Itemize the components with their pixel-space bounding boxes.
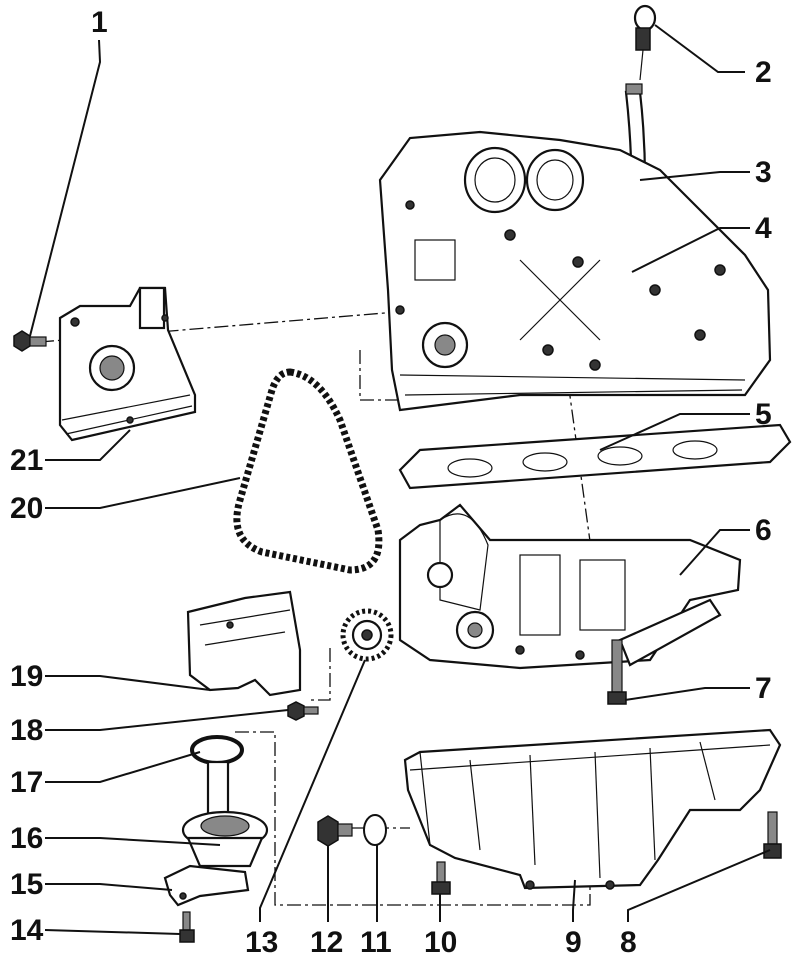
label-3: 3 [755, 156, 772, 189]
oil-level-sensor-part-16 [181, 760, 269, 868]
drain-plug-part-12 [317, 815, 353, 847]
baffle-part-19 [186, 590, 302, 697]
label-8: 8 [620, 926, 637, 959]
label-16: 16 [10, 822, 43, 855]
label-21: 21 [10, 444, 43, 477]
label-14: 14 [10, 914, 44, 947]
label-20: 20 [10, 492, 43, 525]
seal-washer-part-11 [363, 814, 387, 846]
label-18: 18 [10, 714, 43, 747]
label-1: 1 [91, 6, 108, 39]
label-12: 12 [310, 926, 343, 959]
o-ring-part-17 [190, 735, 244, 765]
label-2: 2 [755, 56, 772, 89]
bolt-part-18 [287, 701, 319, 721]
stud-part-7 [607, 639, 627, 705]
label-5: 5 [755, 398, 772, 431]
gasket-part-5 [398, 423, 792, 490]
label-10: 10 [424, 926, 457, 959]
sprocket-part-13 [340, 608, 394, 662]
label-15: 15 [10, 868, 43, 901]
oil-pan-part-9 [403, 728, 782, 890]
timing-chain-part-20 [233, 368, 383, 574]
callout-numbers: 1 2 3 4 5 6 7 8 9 10 11 12 13 14 15 16 1… [10, 6, 772, 959]
label-4: 4 [755, 212, 772, 245]
leader-lines [29, 24, 771, 935]
cylinder-block [378, 130, 772, 412]
dipstick-part-2 [633, 4, 657, 81]
label-17: 17 [10, 766, 43, 799]
bolt-part-1 [13, 330, 47, 352]
label-13: 13 [245, 926, 278, 959]
label-11: 11 [360, 926, 392, 959]
label-19: 19 [10, 660, 43, 693]
bolt-part-14 [179, 911, 195, 943]
label-6: 6 [755, 514, 772, 547]
bracket-part-15 [163, 864, 250, 907]
front-cover-part-21 [58, 286, 197, 442]
label-7: 7 [755, 672, 772, 705]
label-9: 9 [565, 926, 582, 959]
oil-pump-assembly-part-6 [398, 503, 742, 670]
bolt-part-10 [431, 861, 451, 895]
